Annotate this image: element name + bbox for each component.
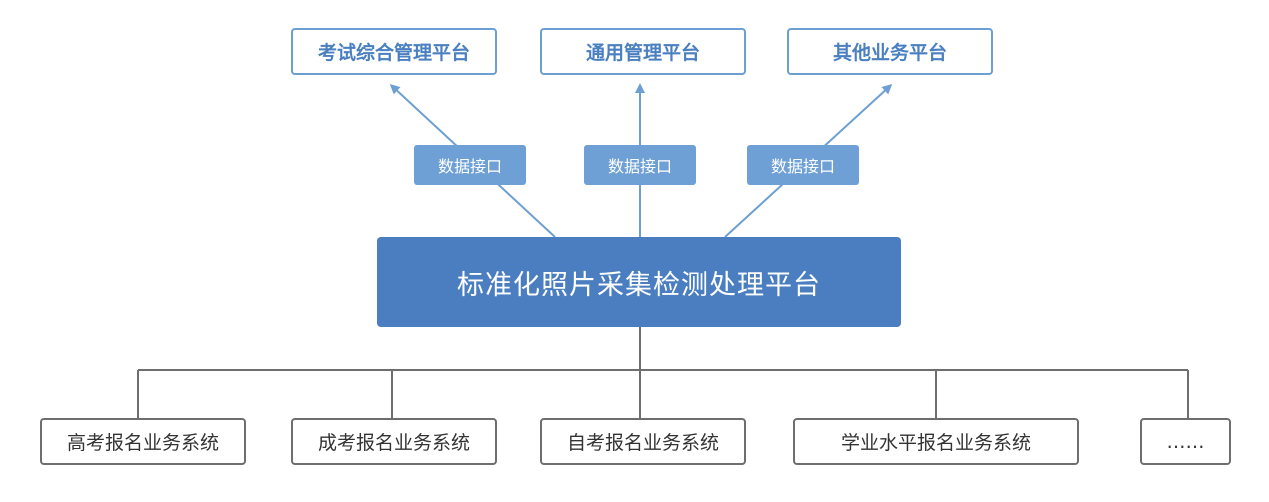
academic-level-registration-system: 学业水平报名业务系统 xyxy=(793,418,1079,465)
exam-management-platform: 考试综合管理平台 xyxy=(291,28,497,75)
main-photo-platform: 标准化照片采集检测处理平台 xyxy=(377,237,901,327)
data-interface-center: 数据接口 xyxy=(584,145,696,185)
general-management-platform: 通用管理平台 xyxy=(540,28,746,75)
data-interface-left: 数据接口 xyxy=(414,145,526,185)
zikao-registration-system: 自考报名业务系统 xyxy=(540,418,746,465)
more-systems-ellipsis: …… xyxy=(1140,418,1231,465)
chengkao-registration-system: 成考报名业务系统 xyxy=(291,418,497,465)
other-business-platform: 其他业务平台 xyxy=(787,28,993,75)
gaokao-registration-system: 高考报名业务系统 xyxy=(40,418,246,465)
data-interface-right: 数据接口 xyxy=(747,145,859,185)
